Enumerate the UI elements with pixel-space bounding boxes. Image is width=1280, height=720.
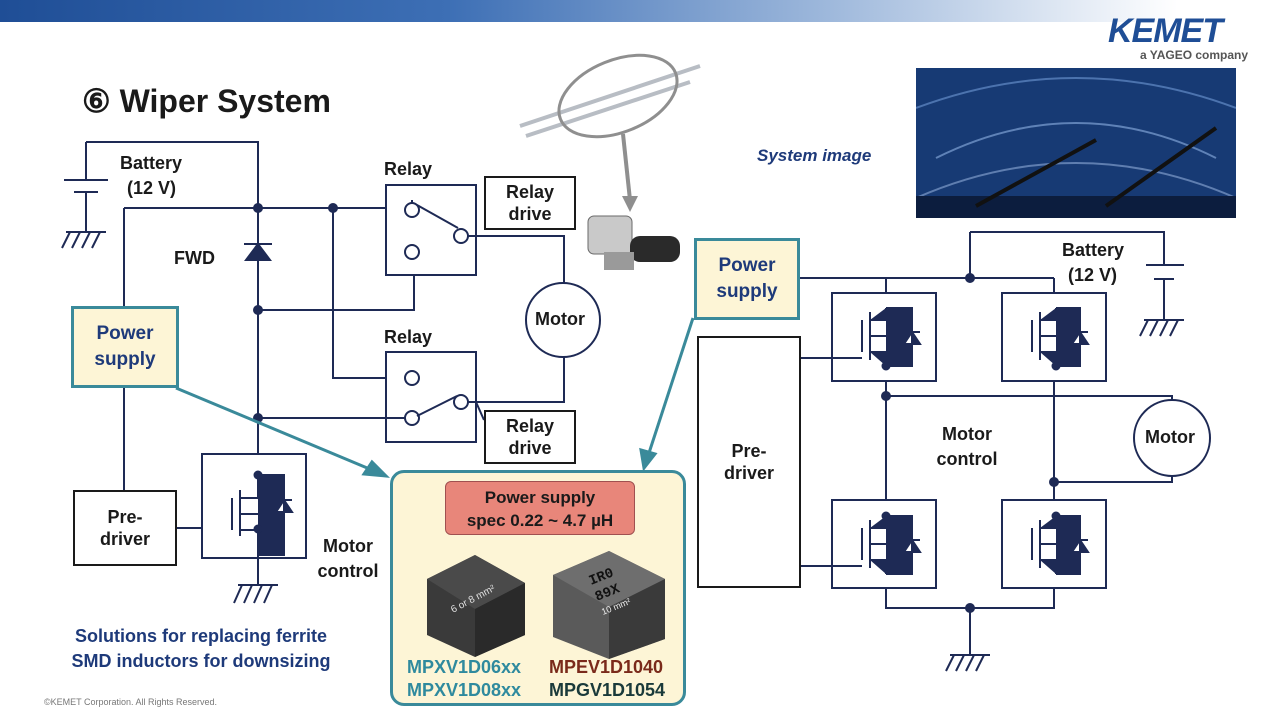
system-image-label: System image xyxy=(757,146,872,165)
left-power-supply-line2: supply xyxy=(94,349,156,370)
right-pre-driver-line1: Pre- xyxy=(731,441,767,461)
right-motor-control-label: Motor control xyxy=(926,422,1008,472)
right-power-supply-box: Power supply xyxy=(694,238,800,320)
logo-subtitle: a YAGEO company xyxy=(1140,48,1249,62)
left-power-supply-line1: Power xyxy=(96,323,154,344)
part-mpxv1d06xx: MPXV1D06xx xyxy=(407,657,522,677)
inductor-callout: Power supply spec 0.22 ~ 4.7 µH 6 or 8 m… xyxy=(390,470,686,706)
relay-bottom-label: Relay xyxy=(384,327,433,347)
fwd-label: FWD xyxy=(174,248,215,268)
part-mpgv1d1054: MPGV1D1054 xyxy=(549,680,666,700)
wiper-system-photo xyxy=(916,68,1236,218)
right-motor-label: Motor xyxy=(1145,427,1195,447)
left-pre-driver-box: Pre-driver xyxy=(73,490,177,566)
relay-drive-top-line1: Relay xyxy=(505,182,555,202)
left-motor-label: Motor xyxy=(535,309,585,329)
power-supply-spec: Power supply spec 0.22 ~ 4.7 µH xyxy=(445,481,635,535)
left-battery-voltage: (12 V) xyxy=(127,178,177,198)
left-power-supply-box: Power supply xyxy=(71,306,179,388)
right-battery-voltage: (12 V) xyxy=(1068,265,1118,285)
wiper-assembly-illustration xyxy=(519,53,701,270)
relay-drive-top-line2: drive xyxy=(508,204,552,224)
relay-drive-bottom-line1: Relay xyxy=(505,416,555,436)
right-motor-control-line2: control xyxy=(936,449,998,469)
right-battery-label: Battery xyxy=(1062,240,1125,260)
left-battery-label: Battery xyxy=(120,153,183,173)
solutions-line2: SMD inductors for downsizing xyxy=(71,651,331,671)
right-power-supply-line2: supply xyxy=(716,281,778,302)
copyright-footer: ©KEMET Corporation. All Rights Reserved. xyxy=(44,697,218,707)
spec-line1: Power supply xyxy=(484,488,596,507)
part-mpev1d1040: MPEV1D1040 xyxy=(549,657,664,677)
relay-top-label: Relay xyxy=(384,159,433,179)
relay-drive-bottom-line2: drive xyxy=(508,438,552,458)
right-motor-circle xyxy=(1133,399,1211,477)
left-motor-control-line1: Motor xyxy=(323,536,373,556)
spec-line2: spec 0.22 ~ 4.7 µH xyxy=(466,511,614,530)
right-pre-driver-line2: driver xyxy=(723,463,775,483)
left-motor-control-line2: control xyxy=(317,561,379,581)
inductor-right-image xyxy=(553,551,665,659)
right-pre-driver-box: Pre-driver xyxy=(697,336,801,588)
right-power-supply-line1: Power xyxy=(718,255,776,276)
inductor-left-image xyxy=(427,555,525,657)
left-motor-control-label: Motor control xyxy=(312,534,384,584)
solutions-text: Solutions for replacing ferrite SMD indu… xyxy=(46,624,356,674)
right-motor-control-line1: Motor xyxy=(942,424,992,444)
part-mpxv1d08xx: MPXV1D08xx xyxy=(407,680,522,700)
left-pre-driver-line2: driver xyxy=(99,529,151,549)
kemet-logo: KEMET xyxy=(1108,12,1223,50)
left-motor-circle xyxy=(525,282,601,358)
top-gradient-bar xyxy=(0,0,1280,22)
solutions-line1: Solutions for replacing ferrite xyxy=(74,626,328,646)
inductor-images: 6 or 8 mm² IR0 89X 10 mm² xyxy=(427,551,665,659)
left-pre-driver-line1: Pre- xyxy=(107,507,143,527)
page-title: ⑥ Wiper System xyxy=(82,83,331,119)
